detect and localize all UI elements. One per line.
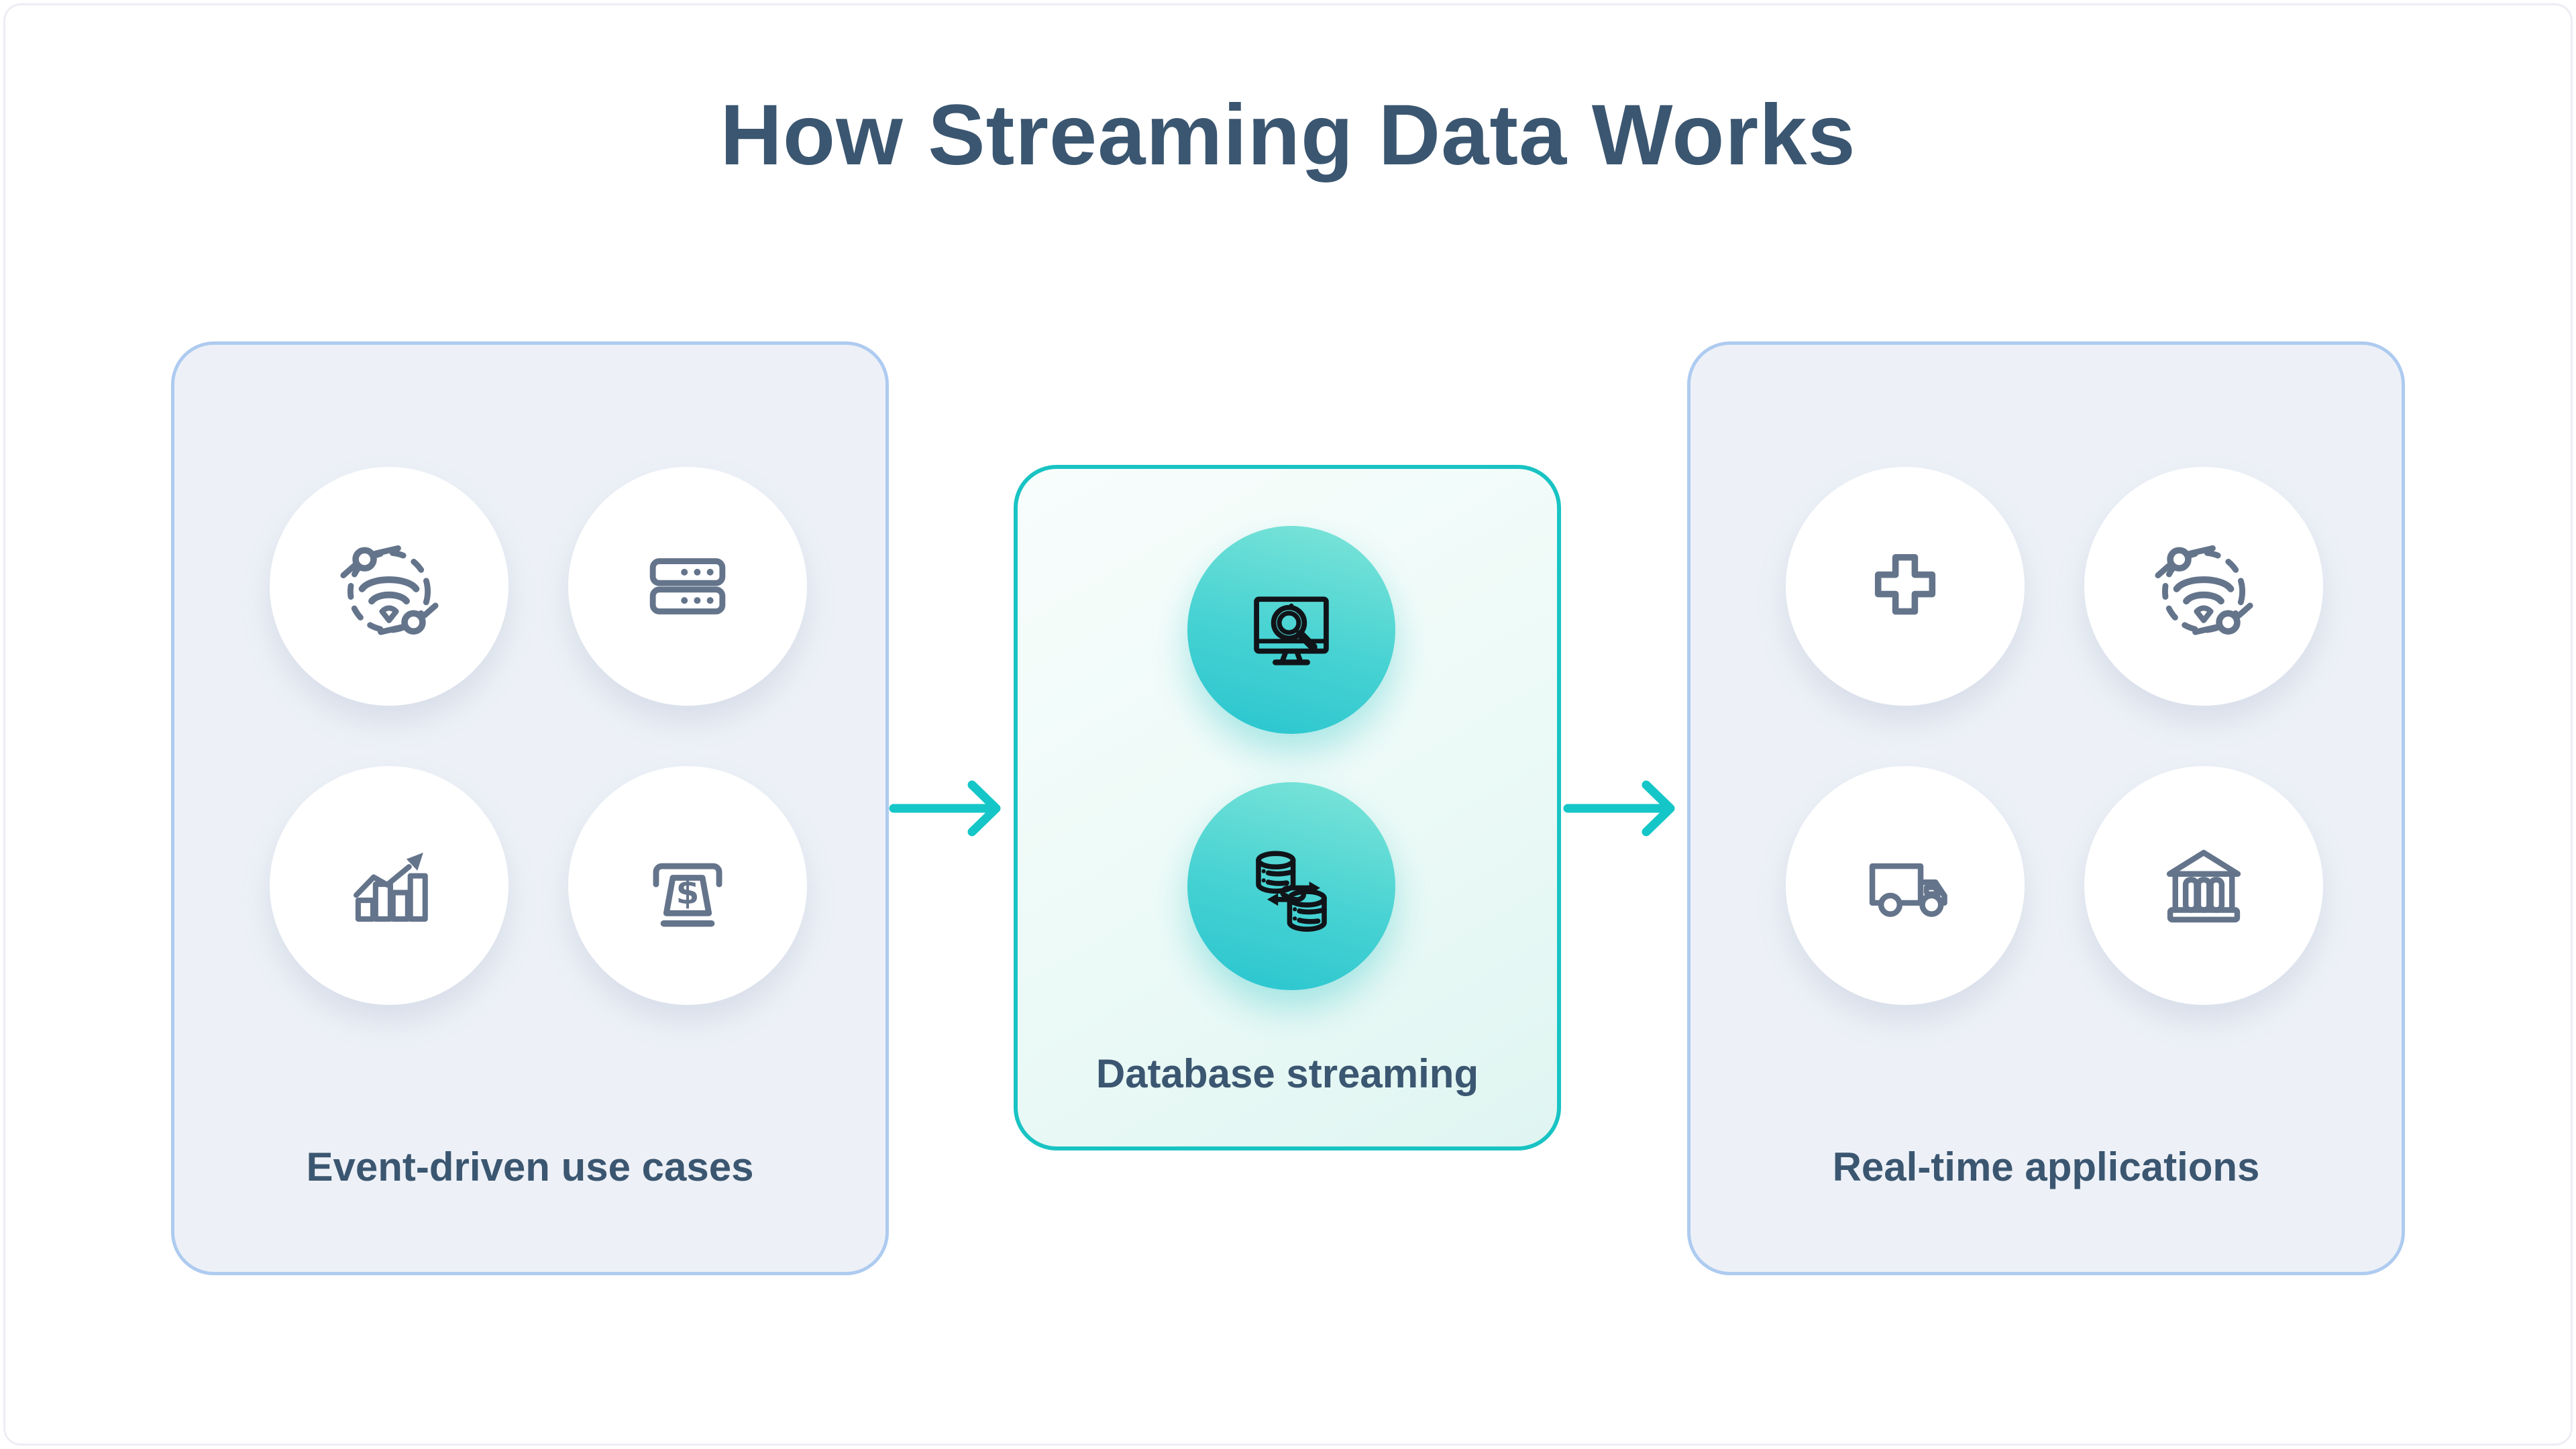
teal-circle <box>1187 782 1395 990</box>
panel-label-database-streaming: Database streaming <box>1095 1051 1479 1096</box>
panel-event-driven-use-cases: $ Event-driven use cases <box>171 341 889 1275</box>
teal-circle <box>1187 526 1395 734</box>
icon-circle <box>2084 467 2323 706</box>
bank-building-icon <box>2166 849 2241 923</box>
panel-database-streaming: Database streaming <box>1014 465 1561 1150</box>
icon-circle <box>1786 467 2025 706</box>
flow-arrow-left-icon <box>889 780 1001 837</box>
database-sync-icon <box>1256 851 1327 932</box>
server-stack-icon <box>649 558 726 614</box>
growth-chart-icon <box>354 853 428 922</box>
icon-circle <box>270 467 508 706</box>
dollar-sign-glyph: $ <box>676 873 700 912</box>
icon-circle <box>2084 766 2323 1005</box>
panel-real-time-applications: Real-time applications <box>1687 341 2405 1275</box>
delivery-truck-icon <box>1869 863 1947 917</box>
iot-network-icon <box>2155 545 2253 635</box>
icon-circle <box>270 766 508 1005</box>
medical-cross-icon <box>1874 554 1936 615</box>
page-title: How Streaming Data Works <box>720 87 1856 183</box>
panel-label-event-driven: Event-driven use cases <box>306 1144 754 1189</box>
flow-arrow-right-icon <box>1563 780 1675 837</box>
atm-cash-withdrawal-icon: $ <box>653 863 722 927</box>
iot-network-icon <box>340 545 439 635</box>
panel-label-real-time: Real-time applications <box>1832 1144 2260 1189</box>
monitor-search-icon <box>1254 596 1329 665</box>
icon-circle: $ <box>568 766 807 1005</box>
icon-circle <box>568 467 807 706</box>
icon-circle <box>1786 766 2025 1005</box>
